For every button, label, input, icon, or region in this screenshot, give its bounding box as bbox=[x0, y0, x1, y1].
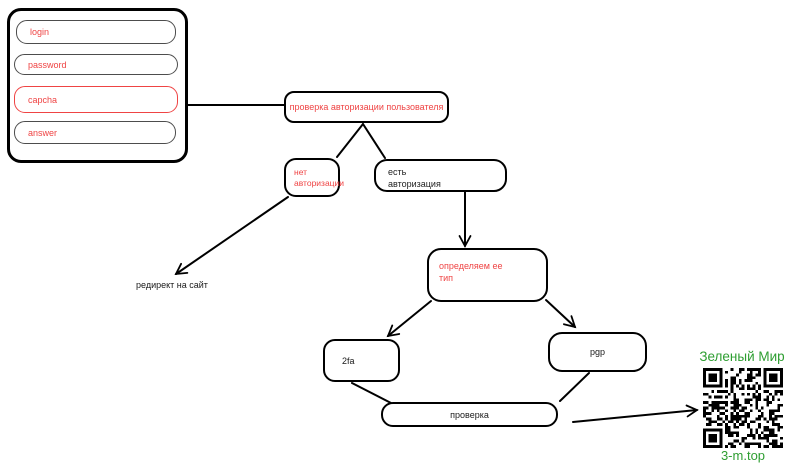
arrow-no-auth-to-redirect bbox=[174, 196, 289, 276]
answer-field: answer bbox=[14, 121, 176, 144]
node-determine-type: определяем ее тип bbox=[427, 248, 548, 302]
node-verify: проверка bbox=[381, 402, 558, 427]
node-has-auth: есть авторизация bbox=[374, 159, 507, 192]
qr-code bbox=[703, 368, 783, 448]
login-form-panel: login password capcha answer bbox=[7, 8, 188, 163]
qr-caption: 3-m.top bbox=[720, 448, 766, 463]
qr-title: Зеленый Мир bbox=[699, 349, 785, 364]
password-field: password bbox=[14, 54, 178, 75]
arrow-determine-to-pgp bbox=[545, 299, 577, 329]
node-no-auth: нет авторизации bbox=[284, 158, 344, 197]
redirect-label: редирект на сайт bbox=[136, 280, 208, 290]
edge-2fa-to-verify bbox=[351, 382, 392, 404]
edge-auth-check-to-has-auth bbox=[362, 123, 386, 159]
edge-auth-check-to-no-auth bbox=[336, 123, 364, 158]
edge-pgp-to-verify bbox=[559, 372, 590, 402]
capcha-field: capcha bbox=[14, 86, 178, 113]
arrow-verify-to-qr bbox=[572, 404, 699, 423]
login-field: login bbox=[16, 20, 176, 44]
qr-code-image bbox=[703, 368, 783, 448]
node-2fa: 2fa bbox=[323, 339, 400, 382]
node-auth-check: проверка авторизации пользователя bbox=[284, 91, 449, 123]
node-pgp: pgp bbox=[548, 332, 647, 372]
arrow-determine-to-2fa bbox=[386, 300, 432, 338]
